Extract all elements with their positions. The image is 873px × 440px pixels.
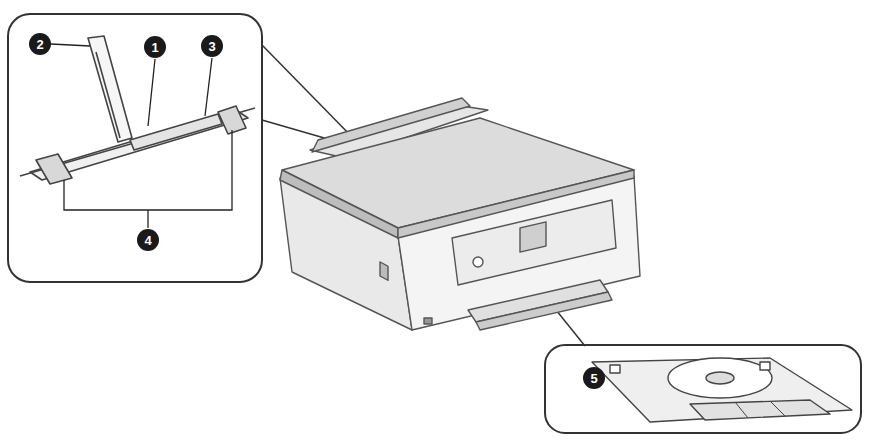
callout-number: 1 (144, 36, 166, 58)
callout-number: 2 (29, 33, 51, 55)
callout-number: 5 (583, 367, 605, 389)
callout-number: 3 (201, 35, 223, 57)
callout-number: 4 (137, 229, 159, 251)
